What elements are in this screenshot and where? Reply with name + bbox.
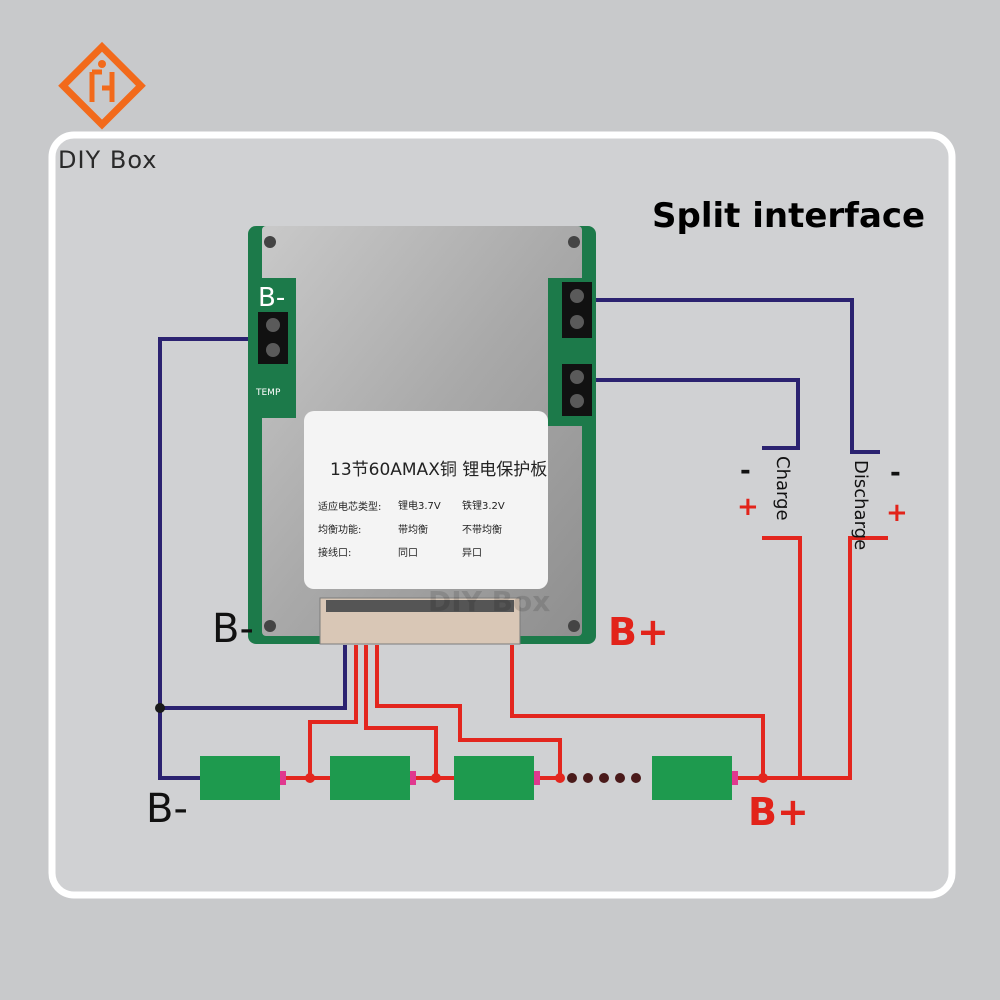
board-terminal-label: B- <box>258 283 286 313</box>
charge-label: Charge <box>772 456 793 521</box>
card-row2-label: 均衡功能: <box>318 525 362 536</box>
negative-wires <box>158 298 880 780</box>
brand-name: DIY Box <box>58 146 158 174</box>
b-plus-pack-label: B+ <box>748 790 809 834</box>
card-row1-opt1: 锂电3.7V <box>398 501 441 512</box>
discharge-minus-sign: - <box>890 458 901 488</box>
ellipsis-dots <box>567 773 641 783</box>
card-heading: 13节60AMAX铜 锂电保护板 <box>330 460 548 480</box>
diy-box-logo <box>58 41 146 130</box>
cell-n <box>652 756 732 800</box>
b-minus-pack-label: B- <box>146 786 188 832</box>
junction-dot <box>155 703 165 713</box>
discharge-plus-sign: + <box>886 498 908 528</box>
bms-board <box>248 226 596 645</box>
card-row3-opt1: 同口 <box>398 548 418 559</box>
battery-cells <box>200 756 768 800</box>
b-minus-board-label: B- <box>212 606 254 652</box>
discharge-label: Discharge <box>850 460 871 551</box>
diagram-title: Split interface <box>652 196 926 236</box>
card-row3-opt2: 异口 <box>462 548 482 559</box>
temp-label: TEMP <box>256 388 281 398</box>
charge-plus-sign: + <box>737 492 759 522</box>
card-row3-label: 接线口: <box>318 548 352 559</box>
card-row2-opt2: 不带均衡 <box>462 525 502 536</box>
cell-2 <box>330 756 410 800</box>
cell-1 <box>200 756 280 800</box>
cell-3 <box>454 756 534 800</box>
b-plus-board-label: B+ <box>608 610 669 654</box>
card-row1-opt2: 铁锂3.2V <box>462 501 505 512</box>
card-row2-opt1: 带均衡 <box>398 525 428 536</box>
charge-minus-sign: - <box>740 456 751 486</box>
positive-wires <box>308 536 888 780</box>
spec-card <box>304 411 548 589</box>
watermark: DIY Box <box>428 585 551 618</box>
card-row1-label: 适应电芯类型: <box>318 502 382 513</box>
